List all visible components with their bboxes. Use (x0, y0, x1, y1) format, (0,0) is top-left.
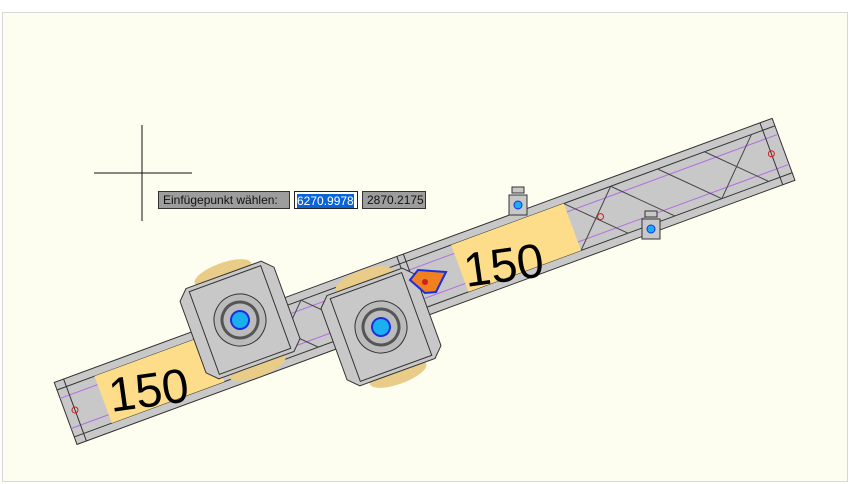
chain-hoist-motor[interactable] (313, 254, 448, 401)
y-coordinate-input[interactable]: 2870.2175 (362, 191, 426, 209)
truss-label-box (451, 203, 582, 292)
command-prompt-label: Einfügepunkt wählen: (158, 191, 290, 209)
truss-label: 150 (460, 234, 547, 298)
chain-hoist-motor[interactable] (172, 247, 307, 394)
hanging-point-icon[interactable] (508, 186, 528, 216)
x-coordinate-input[interactable]: 6270.9978 (294, 191, 358, 209)
motor-center-icon (230, 310, 250, 330)
x-coordinate-value: 6270.9978 (297, 194, 354, 208)
hanging-point-icon[interactable] (641, 210, 661, 240)
insertion-grip-icon[interactable] (408, 268, 448, 295)
truss-label: 150 (105, 359, 192, 423)
truss-label-box (94, 334, 225, 424)
crosshair-cursor-icon (94, 125, 192, 221)
motor-center-icon (371, 317, 391, 337)
